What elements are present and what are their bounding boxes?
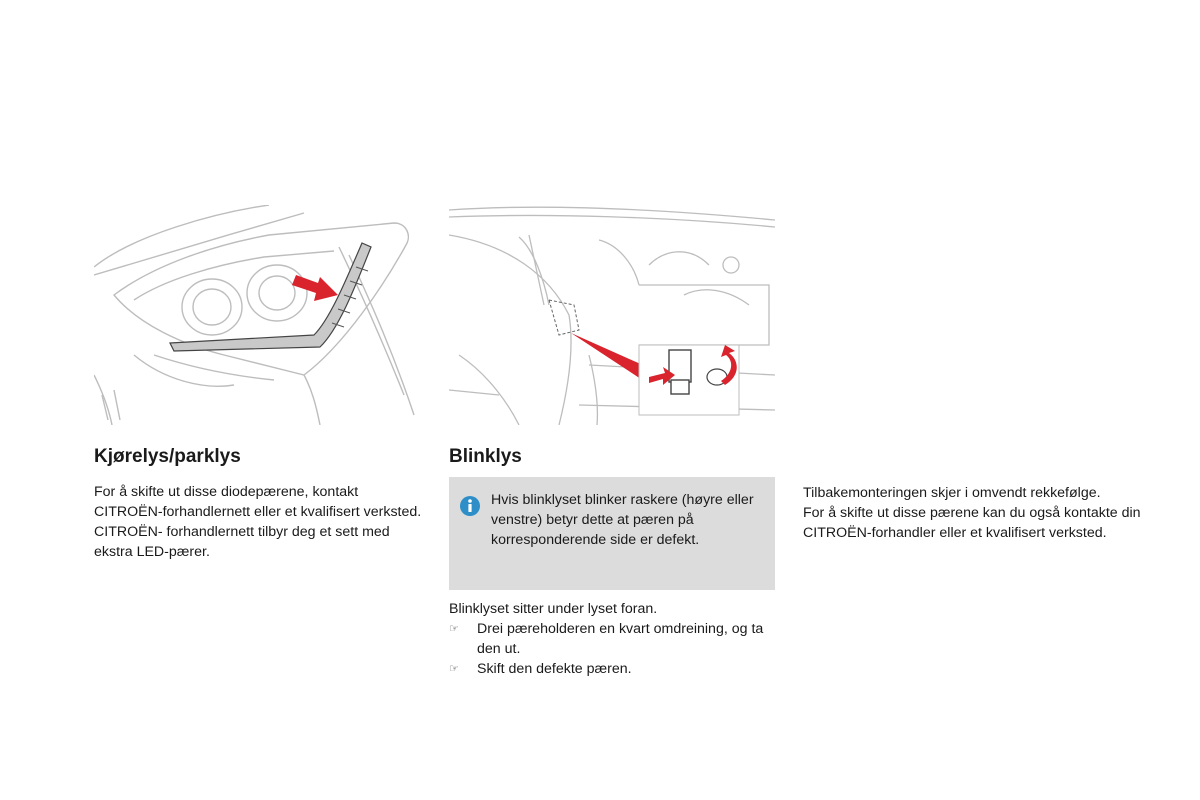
indicator-instructions: Blinklyset sitter under lyset foran. ☞ D…: [449, 599, 779, 679]
daytime-lights-text: For å skifte ut disse diodepærene, konta…: [94, 482, 424, 562]
headlamp-led-illustration: [94, 205, 415, 425]
step-text: Skift den defekte pæren.: [477, 661, 632, 677]
refitting-paragraph-2: For å skifte ut disse pærene kan du også…: [803, 505, 1141, 541]
daytime-lights-paragraph-1: For å skifte ut disse diodepærene, konta…: [94, 484, 422, 520]
info-box-text: Hvis blinklyset blinker raskere (høyre e…: [491, 492, 754, 548]
indicator-location-illustration: [449, 206, 775, 425]
step-text: Drei pæreholderen en kvart omdreining, o…: [477, 621, 764, 657]
daytime-lights-paragraph-2: CITROËN- forhandlernett tilbyr deg et se…: [94, 524, 390, 560]
section-heading-daytime-lights: Kjørelys/parklys: [94, 446, 241, 467]
step-item: ☞ Skift den defekte pæren.: [449, 659, 779, 679]
refitting-text: Tilbakemonteringen skjer i omvendt rekke…: [803, 483, 1143, 543]
refitting-paragraph-1: Tilbakemonteringen skjer i omvendt rekke…: [803, 485, 1101, 501]
indicator-intro: Blinklyset sitter under lyset foran.: [449, 601, 658, 617]
section-heading-indicators: Blinklys: [449, 446, 522, 467]
info-icon: [460, 496, 480, 516]
info-box: Hvis blinklyset blinker raskere (høyre e…: [449, 477, 775, 590]
step-item: ☞ Drei pæreholderen en kvart omdreining,…: [449, 619, 779, 659]
pointing-hand-icon: ☞: [449, 622, 459, 635]
pointing-hand-icon: ☞: [449, 662, 459, 675]
